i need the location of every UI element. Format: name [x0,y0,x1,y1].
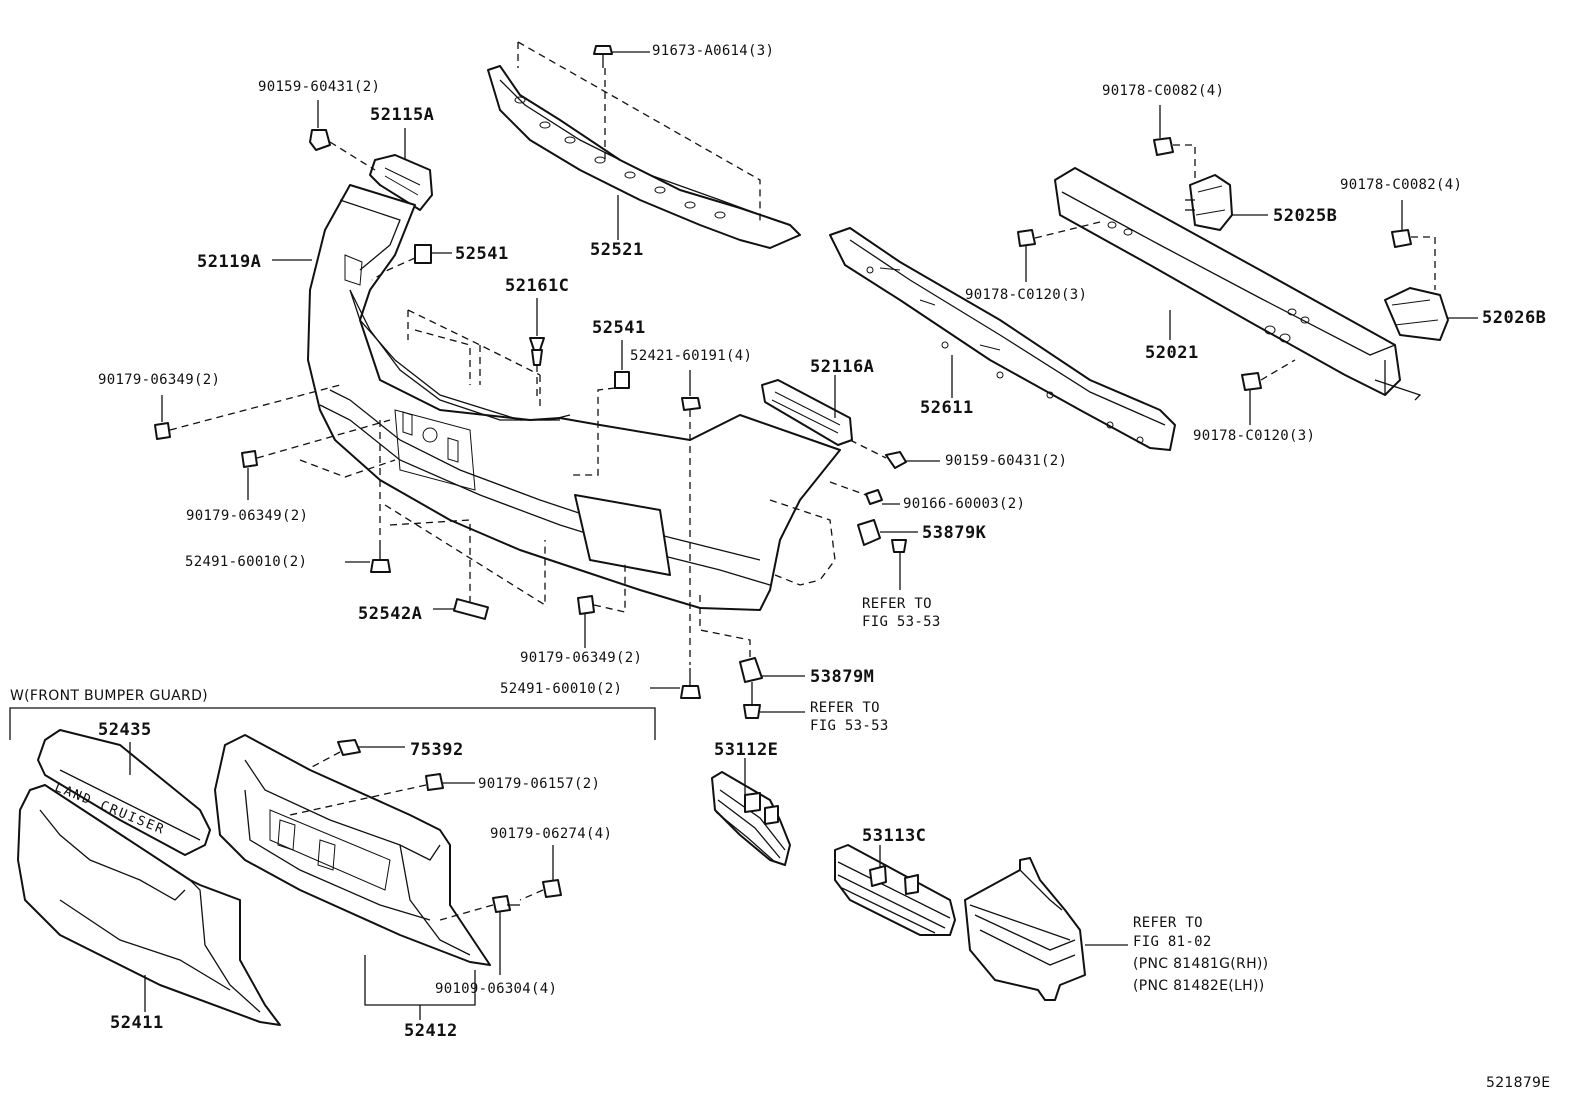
bumper-cover-52119A [307,184,841,611]
label-90178a: 90178-C0082(4) [1102,83,1225,99]
label-91673: 91673-A0614(3) [652,43,775,59]
guard-group-title: W(FRONT BUMPER GUARD) [10,688,208,704]
label-90178b: 90178-C0082(4) [1340,177,1463,193]
absorber-52611 [829,227,1176,451]
label-52611: 52611 [920,398,974,418]
clip-90179c-icon [577,595,595,615]
label-90179a: 90179-06349(2) [98,372,221,388]
refer-1b: FIG 53-53 [862,614,941,630]
label-53113C: 53113C [862,826,927,846]
bracket-52025B [1185,174,1233,231]
label-52541b: 52541 [592,318,646,338]
pnc-rh: (PNC 81481G(RH)) [1133,956,1269,972]
label-52119A: 52119A [197,252,262,272]
bracket-52026B [1384,287,1449,341]
label-52161C: 52161C [505,276,570,296]
emblem-52435 [37,729,211,856]
nut-90178c-icon [1017,229,1036,247]
nut-90178a-icon [1153,137,1174,156]
nut-90159b-icon [885,451,907,469]
label-52411: 52411 [110,1013,164,1033]
refer-2a: REFER TO [810,700,880,716]
guard-52412 [214,734,491,966]
label-53879K: 53879K [922,523,987,543]
label-52421: 52421-60191(4) [630,348,753,364]
label-90178c: 90178-C0120(3) [965,287,1088,303]
bracket-52116A [761,379,853,446]
label-90179b: 90179-06349(2) [186,508,309,524]
pnc-lh: (PNC 81482E(LH)) [1133,978,1265,994]
bracket-52115A [369,154,433,211]
label-90179e: 90179-06274(4) [490,826,613,842]
clip-53879M-icon [739,657,763,719]
label-75392: 75392 [410,740,464,760]
label-90179d: 90179-06157(2) [478,776,601,792]
guard-52411 [17,784,281,1026]
retainer-52521 [487,65,801,249]
label-52115A: 52115A [370,105,435,125]
clip-52541b-icon [614,371,630,389]
clip-90179a-icon [154,422,171,440]
label-90109: 90109-06304(4) [435,981,558,997]
figure-id: 521879E [1486,1075,1551,1091]
label-90159a: 90159-60431(2) [258,79,381,95]
nut-90179e-icon [542,879,562,898]
clip-90166-icon [865,489,883,505]
refer-3b: FIG 81-02 [1133,934,1212,950]
label-52491b: 52491-60010(2) [500,681,623,697]
label-52542A: 52542A [358,604,423,624]
foglamp-cover [964,857,1086,1001]
refer-2b: FIG 53-53 [810,718,889,734]
label-90159b: 90159-60431(2) [945,453,1068,469]
clip-52541-icon [414,244,432,264]
clip-90179b-icon [241,450,258,468]
label-52021: 52021 [1145,343,1199,363]
bolt-52491a-icon [370,540,391,573]
clip-53879K-icon [857,519,907,553]
bolt-90109-icon [492,895,520,913]
nut-52421-icon [681,397,701,411]
grille-53113C [834,844,956,936]
clip-75392-icon [337,739,405,756]
nut-90178b-icon [1391,229,1412,248]
pin-52161C-icon [529,337,545,366]
label-53112E: 53112E [714,740,779,760]
label-90166: 90166-60003(2) [903,496,1026,512]
label-52116A: 52116A [810,357,875,377]
refer-3a: REFER TO [1133,915,1203,931]
nut-90178d-icon [1241,372,1262,391]
bolt-52491b-icon [680,668,701,699]
label-52542A-icon [452,598,490,620]
label-52412: 52412 [404,1021,458,1041]
label-90178d: 90178-C0120(3) [1193,428,1316,444]
nut-90159-icon [309,129,331,151]
label-52435: 52435 [98,720,152,740]
reinforcement-52021 [1054,167,1422,401]
guard-bracket-line [9,707,656,740]
refer-1a: REFER TO [862,596,932,612]
label-52521: 52521 [590,240,644,260]
label-52026B: 52026B [1482,308,1547,328]
label-90179c: 90179-06349(2) [520,650,643,666]
clip-90179d-icon [425,773,444,791]
grille-53112E [711,771,791,866]
label-52541a: 52541 [455,244,509,264]
label-52491a: 52491-60010(2) [185,554,308,570]
label-53879M: 53879M [810,667,875,687]
bolt-91673-icon [593,45,613,68]
label-52025B: 52025B [1273,206,1338,226]
